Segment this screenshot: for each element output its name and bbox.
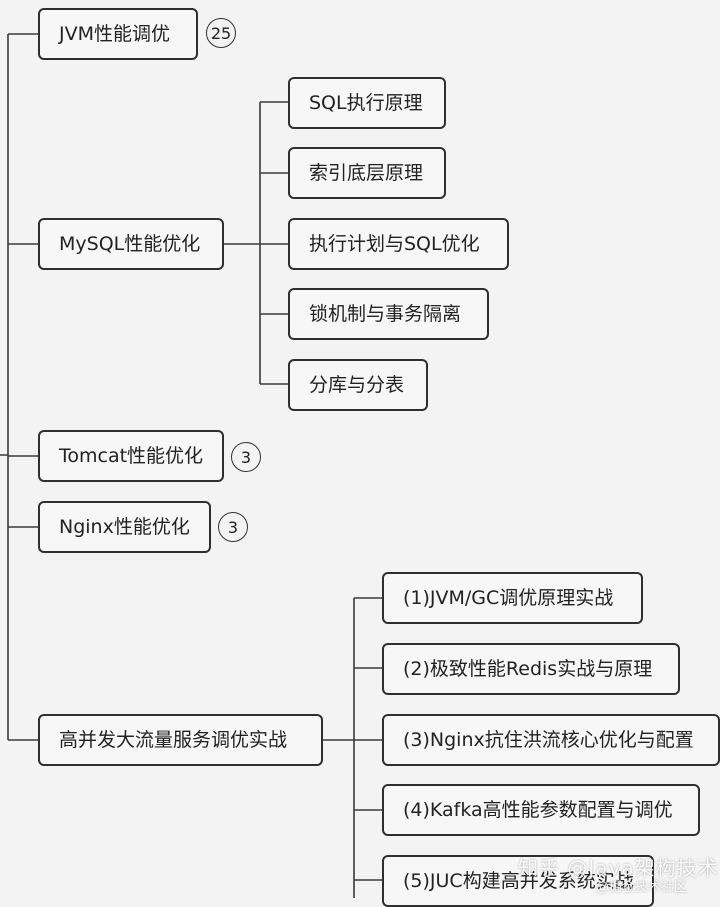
node-traffic-child[interactable]: (3)Nginx抗住洪流核心优化与配置 bbox=[382, 714, 720, 766]
node-traffic[interactable]: 高并发大流量服务调优实战 bbox=[38, 714, 323, 766]
node-jvm[interactable]: JVM性能调优 bbox=[38, 8, 198, 60]
watermark-sub: @掘金技术社区 bbox=[596, 880, 688, 895]
node-mysql-child[interactable]: 分库与分表 bbox=[288, 359, 428, 411]
node-mysql-child[interactable]: SQL执行原理 bbox=[288, 77, 446, 129]
node-tomcat-label: Tomcat性能优化 bbox=[59, 444, 204, 467]
node-mysql-child[interactable]: 锁机制与事务隔离 bbox=[288, 288, 489, 340]
node-mysql[interactable]: MySQL性能优化 bbox=[38, 218, 224, 270]
count-badge-jvm[interactable]: 25 bbox=[206, 18, 236, 48]
node-nginx[interactable]: Nginx性能优化 bbox=[38, 501, 211, 553]
watermark-main: 知乎 @Java架构技术 bbox=[518, 856, 719, 880]
traffic-connector bbox=[321, 597, 384, 898]
node-traffic-child[interactable]: (2)极致性能Redis实战与原理 bbox=[382, 643, 680, 695]
node-jvm-label: JVM性能调优 bbox=[59, 22, 170, 45]
node-mysql-child[interactable]: 索引底层原理 bbox=[288, 147, 446, 199]
main-spine bbox=[0, 33, 40, 741]
mysql-connector bbox=[222, 101, 290, 385]
count-badge-nginx[interactable]: 3 bbox=[218, 512, 248, 542]
node-tomcat[interactable]: Tomcat性能优化 bbox=[38, 430, 224, 482]
count-badge-tomcat[interactable]: 3 bbox=[231, 442, 261, 472]
node-traffic-child[interactable]: (4)Kafka高性能参数配置与调优 bbox=[382, 784, 700, 836]
node-traffic-label: 高并发大流量服务调优实战 bbox=[59, 728, 288, 751]
node-nginx-label: Nginx性能优化 bbox=[59, 515, 190, 538]
node-mysql-label: MySQL性能优化 bbox=[59, 232, 201, 255]
node-traffic-child[interactable]: (1)JVM/GC调优原理实战 bbox=[382, 572, 643, 624]
node-mysql-child[interactable]: 执行计划与SQL优化 bbox=[288, 218, 509, 270]
